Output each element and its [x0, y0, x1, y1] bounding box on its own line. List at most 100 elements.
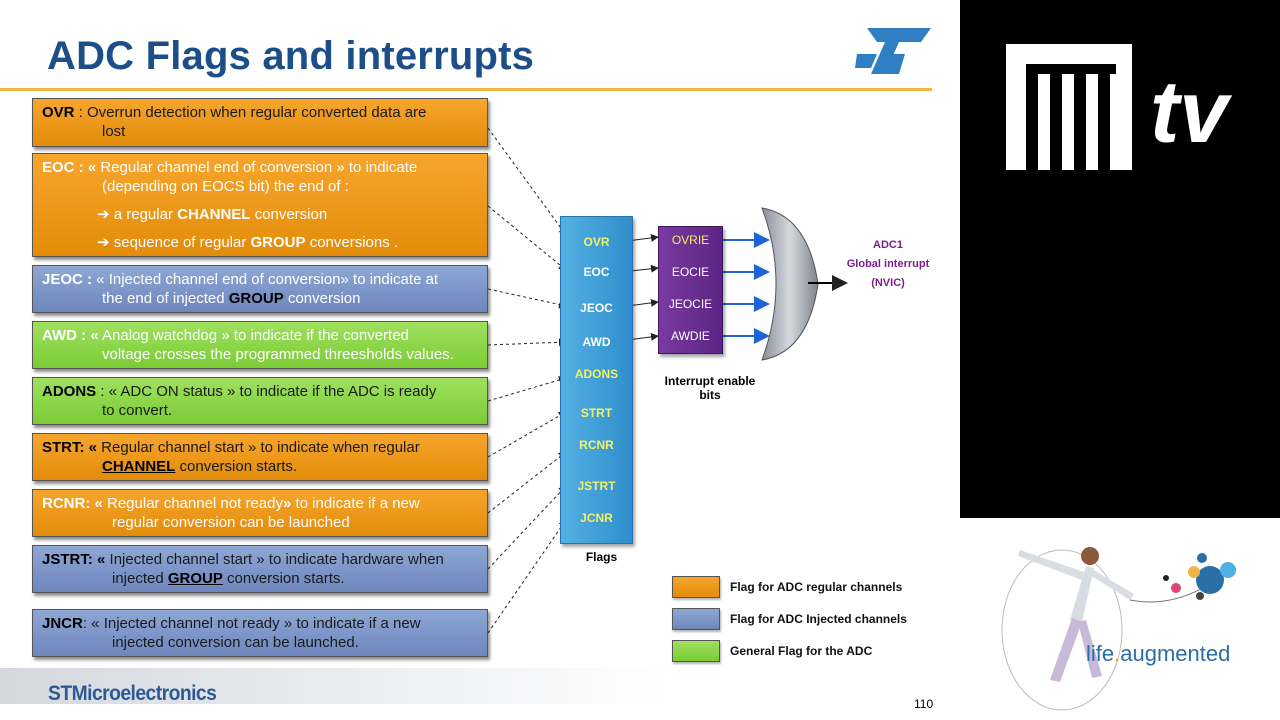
box-jncr-key: JNCR	[42, 615, 83, 632]
strt-line2-key: CHANNEL	[102, 458, 176, 475]
box-jstrt-line1: Injected channel start » to indicate har…	[105, 551, 444, 568]
tagline-dot: .	[1114, 641, 1121, 666]
connector-strt	[487, 411, 567, 458]
box-eoc-bullet1: ➔ a regular CHANNEL conversion	[42, 205, 478, 224]
flag-adons: ADONS	[574, 367, 619, 381]
flag-awd: AWD	[582, 335, 611, 349]
arrow-right-icon: ➔	[97, 234, 110, 251]
flag-ovr: OVR	[583, 235, 610, 249]
footer-band	[0, 668, 960, 704]
arrow-right-icon: ➔	[97, 206, 110, 223]
connector-eoc	[487, 205, 567, 271]
box-ovr: OVR : Overrun detection when regular con…	[32, 98, 488, 147]
flag-jcnr: JCNR	[580, 511, 613, 525]
bullet1-post: conversion	[250, 206, 328, 223]
tv-text: tv	[1150, 62, 1232, 161]
box-strt-line2: CHANNEL conversion starts.	[42, 457, 478, 476]
legend-swatch-injected	[672, 608, 720, 630]
box-jstrt-key: JSTRT: «	[42, 551, 106, 568]
box-awd-line1: Analog watchdog » to indicate if the con…	[98, 327, 409, 344]
flag-strt: STRT	[580, 406, 613, 420]
flags-label: Flags	[585, 550, 618, 564]
strt-line2-post: conversion starts.	[175, 458, 298, 475]
box-adons-key: ADONS	[42, 383, 97, 400]
tagline-life: life	[1086, 641, 1115, 666]
box-rcnr: RCNR: « Regular channel not ready» to in…	[32, 489, 488, 537]
legend-label-regular: Flag for ADC regular channels	[730, 580, 903, 594]
flag-jeoc: JEOC	[580, 301, 613, 315]
flags-register	[560, 216, 633, 544]
box-awd: AWD : « Analog watchdog » to indicate if…	[32, 321, 488, 369]
box-eoc: EOC : « Regular channel end of conversio…	[32, 153, 488, 257]
box-strt: STRT: « Regular channel start » to indic…	[32, 433, 488, 481]
box-jncr: JNCR: « Injected channel not ready » to …	[32, 609, 488, 657]
connector-awd	[487, 338, 567, 347]
box-jstrt-line2: injected GROUP conversion starts.	[42, 569, 478, 588]
connector-jeoc	[487, 288, 567, 309]
box-strt-key: STRT: «	[42, 439, 98, 456]
flag-jstrt: JSTRT	[577, 479, 616, 493]
box-eoc-line1: Regular channel end of conversion » to i…	[100, 159, 418, 176]
sidebar-white-panel	[960, 518, 1280, 720]
legend-label-general: General Flag for the ADC	[730, 644, 873, 658]
box-jeoc-line1: « Injected channel end of conversion» to…	[92, 271, 439, 288]
diagram-connectors	[487, 127, 848, 634]
page-number: 110	[914, 697, 934, 711]
box-awd-line2: voltage crosses the programmed threeshol…	[102, 346, 454, 363]
connector-jncr	[487, 519, 567, 634]
box-jstrt: JSTRT: « Injected channel start » to ind…	[32, 545, 488, 593]
page-title: ADC Flags and interrupts	[47, 34, 535, 78]
box-rcnr-line1: Regular channel not ready	[102, 495, 283, 512]
footer-brand-logo: STMicroelectronics	[48, 682, 217, 705]
box-rcnr-key: RCNR: «	[42, 495, 103, 512]
box-rcnr-line1c: to indicate if a new	[291, 495, 420, 512]
mtv-logo-icon: tv	[1006, 44, 1232, 170]
adc-global-interrupt-label: ADC1 Global interrupt (NVIC)	[826, 236, 950, 293]
box-jncr-line1: : « Injected channel not ready » to indi…	[82, 615, 421, 632]
ie-ovrie: OVRIE	[671, 233, 710, 247]
box-eoc-bullet2: ➔ sequence of regular GROUP conversions …	[42, 233, 478, 252]
life-augmented-tagline: life.augmented	[1086, 641, 1230, 667]
box-eoc-line2: (depending on EOCS bit) the end of :	[102, 178, 349, 195]
title-divider	[0, 88, 932, 91]
jstrt-line2-key: GROUP	[167, 570, 223, 587]
box-jeoc-key: JEOC :	[42, 271, 93, 288]
bullet2-key: GROUP	[250, 234, 306, 251]
ie-jeocie: JEOCIE	[668, 297, 713, 311]
connector-rcnr	[487, 451, 567, 514]
jeoc-line2-key: GROUP	[228, 290, 284, 307]
box-eoc-key: EOC :	[42, 159, 84, 176]
legend-swatch-regular	[672, 576, 720, 598]
box-adons-line1: : « ADC ON status » to indicate if the A…	[96, 383, 437, 400]
interrupt-enable-register	[658, 226, 723, 354]
connector-jstrt	[487, 485, 567, 570]
bullet2-pre: sequence of regular	[109, 234, 251, 251]
box-adons: ADONS : « ADC ON status » to indicate if…	[32, 377, 488, 425]
box-eoc-quote: «	[83, 159, 101, 176]
box-strt-line1: Regular channel start » to indicate when…	[97, 439, 420, 456]
tagline-augmented: augmented	[1120, 641, 1231, 666]
ie-label-line1: Interrupt enable	[664, 374, 756, 388]
box-rcnr-quote: »	[282, 495, 292, 512]
box-jeoc: JEOC : « Injected channel end of convers…	[32, 265, 488, 313]
box-rcnr-line2: regular conversion can be launched	[112, 514, 350, 531]
ie-eocie: EOCIE	[671, 265, 710, 279]
box-ovr-line2: lost	[102, 123, 126, 140]
connector-adons	[487, 376, 567, 402]
slide: ADC Flags and interrupts OVR : Overrun d…	[0, 28, 960, 711]
connector-ovr	[487, 127, 567, 236]
ie-awdie: AWDIE	[671, 329, 710, 343]
flag-rcnr: RCNR	[579, 438, 614, 452]
adc-int-line2: Global interrupt	[846, 258, 930, 270]
interrupt-enable-label: Interrupt enable bits	[640, 374, 780, 402]
box-awd-key: AWD : «	[42, 327, 99, 344]
bullet1-key: CHANNEL	[177, 206, 251, 223]
jeoc-line2-post: conversion	[283, 290, 361, 307]
or-gate-icon	[761, 207, 819, 361]
adc-int-line3: (NVIC)	[871, 277, 905, 289]
st-logo-icon	[855, 28, 931, 74]
life-augmented-illustration	[1001, 547, 1236, 711]
box-ovr-line1: : Overrun detection when regular convert…	[74, 104, 427, 121]
bullet1-pre: a regular	[109, 206, 178, 223]
legend-label-injected: Flag for ADC Injected channels	[730, 612, 907, 626]
